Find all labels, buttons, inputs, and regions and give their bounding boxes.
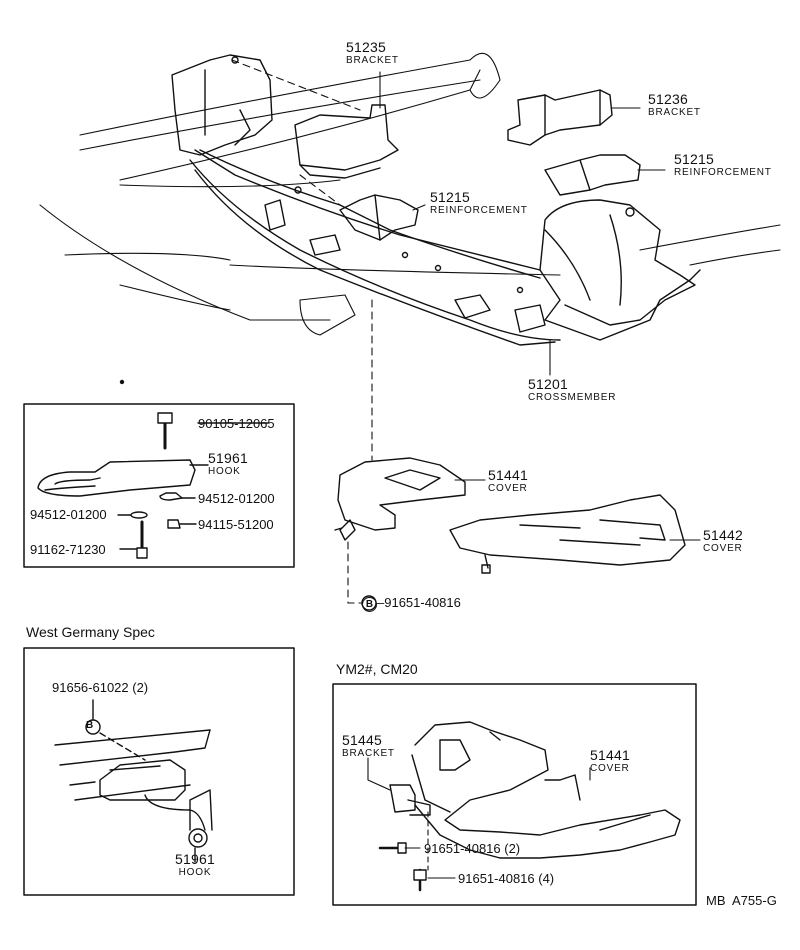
part-name: HOOK xyxy=(208,466,241,477)
part-number: 51215 xyxy=(674,151,714,167)
label-94115: 94115-51200 xyxy=(198,517,274,532)
label-90105: 90105-12065 xyxy=(198,416,275,431)
hook-box-art xyxy=(23,403,295,568)
part-number: 51215 xyxy=(430,189,470,205)
drawing-code: MB A755-G xyxy=(706,893,777,908)
part-number: 51441 xyxy=(488,467,528,483)
label-91656: 91656-61022 (2) xyxy=(52,680,149,695)
label-ym2-bolt-2: 91651-40816 (2) xyxy=(424,841,521,856)
section-heading-ym2: YM2#, CM20 xyxy=(336,661,418,677)
part-name: COVER xyxy=(703,543,743,554)
label-51235: 51235 BRACKET xyxy=(346,40,399,68)
label-51961-hook: 51961 HOOK xyxy=(208,451,248,479)
bolt-circle-b: B xyxy=(362,597,377,612)
crossmember-51201 xyxy=(171,54,701,346)
label-51215-center: 51215 REINFORCEMENT xyxy=(430,190,528,218)
label-91162: 91162-71230 xyxy=(30,542,106,557)
cover-51441 xyxy=(334,457,466,541)
part-name: CROSSMEMBER xyxy=(528,392,617,403)
part-name: BRACKET xyxy=(346,55,399,66)
ym2-box-art xyxy=(332,683,697,906)
part-number: 91651-40816 xyxy=(384,595,461,610)
label-leaders xyxy=(379,71,701,541)
wg-bolt-circle-b: B xyxy=(86,720,94,731)
label-51445: 51445 BRACKET xyxy=(342,733,395,761)
part-number: 51441 xyxy=(590,747,630,763)
reinforcement-51215-right xyxy=(544,154,641,196)
label-bolt-91651: B–91651-40816 xyxy=(362,595,461,612)
cover-51442 xyxy=(449,494,686,574)
part-number: 51236 xyxy=(648,91,688,107)
section-heading-west-germany: West Germany Spec xyxy=(26,624,155,640)
bracket-51236 xyxy=(507,89,613,146)
label-94512-left: 94512-01200 xyxy=(30,507,107,522)
part-name: HOOK xyxy=(178,867,212,878)
dash: – xyxy=(377,595,385,610)
bracket-51235 xyxy=(294,104,399,179)
label-51215-right: 51215 REINFORCEMENT xyxy=(674,152,772,180)
part-number: 51961 xyxy=(175,851,215,867)
label-51441: 51441 COVER xyxy=(488,468,528,496)
dashed-leaders xyxy=(231,59,373,604)
part-number: 51442 xyxy=(703,527,743,543)
part-number: 51961 xyxy=(208,450,248,466)
part-name: REINFORCEMENT xyxy=(430,205,528,216)
part-name: COVER xyxy=(488,483,528,494)
part-name: BRACKET xyxy=(648,107,701,118)
label-51442: 51442 COVER xyxy=(703,528,743,556)
part-name: REINFORCEMENT xyxy=(674,167,772,178)
stray-dot xyxy=(119,379,125,385)
label-ym2-51441: 51441 COVER xyxy=(590,748,630,776)
part-name: BRACKET xyxy=(342,748,395,759)
part-number: 51445 xyxy=(342,732,382,748)
part-name: COVER xyxy=(590,763,630,774)
part-number: 51235 xyxy=(346,39,386,55)
reinforcement-51215-center xyxy=(339,194,419,241)
label-ym2-bolt-4: 91651-40816 (4) xyxy=(458,871,555,886)
west-germany-box-art xyxy=(23,647,295,896)
label-94512-right: 94512-01200 xyxy=(198,491,275,506)
label-51236: 51236 BRACKET xyxy=(648,92,701,120)
label-51201: 51201 CROSSMEMBER xyxy=(528,377,616,405)
label-wg-51961: 51961 HOOK xyxy=(175,852,215,880)
part-number: 51201 xyxy=(528,376,568,392)
